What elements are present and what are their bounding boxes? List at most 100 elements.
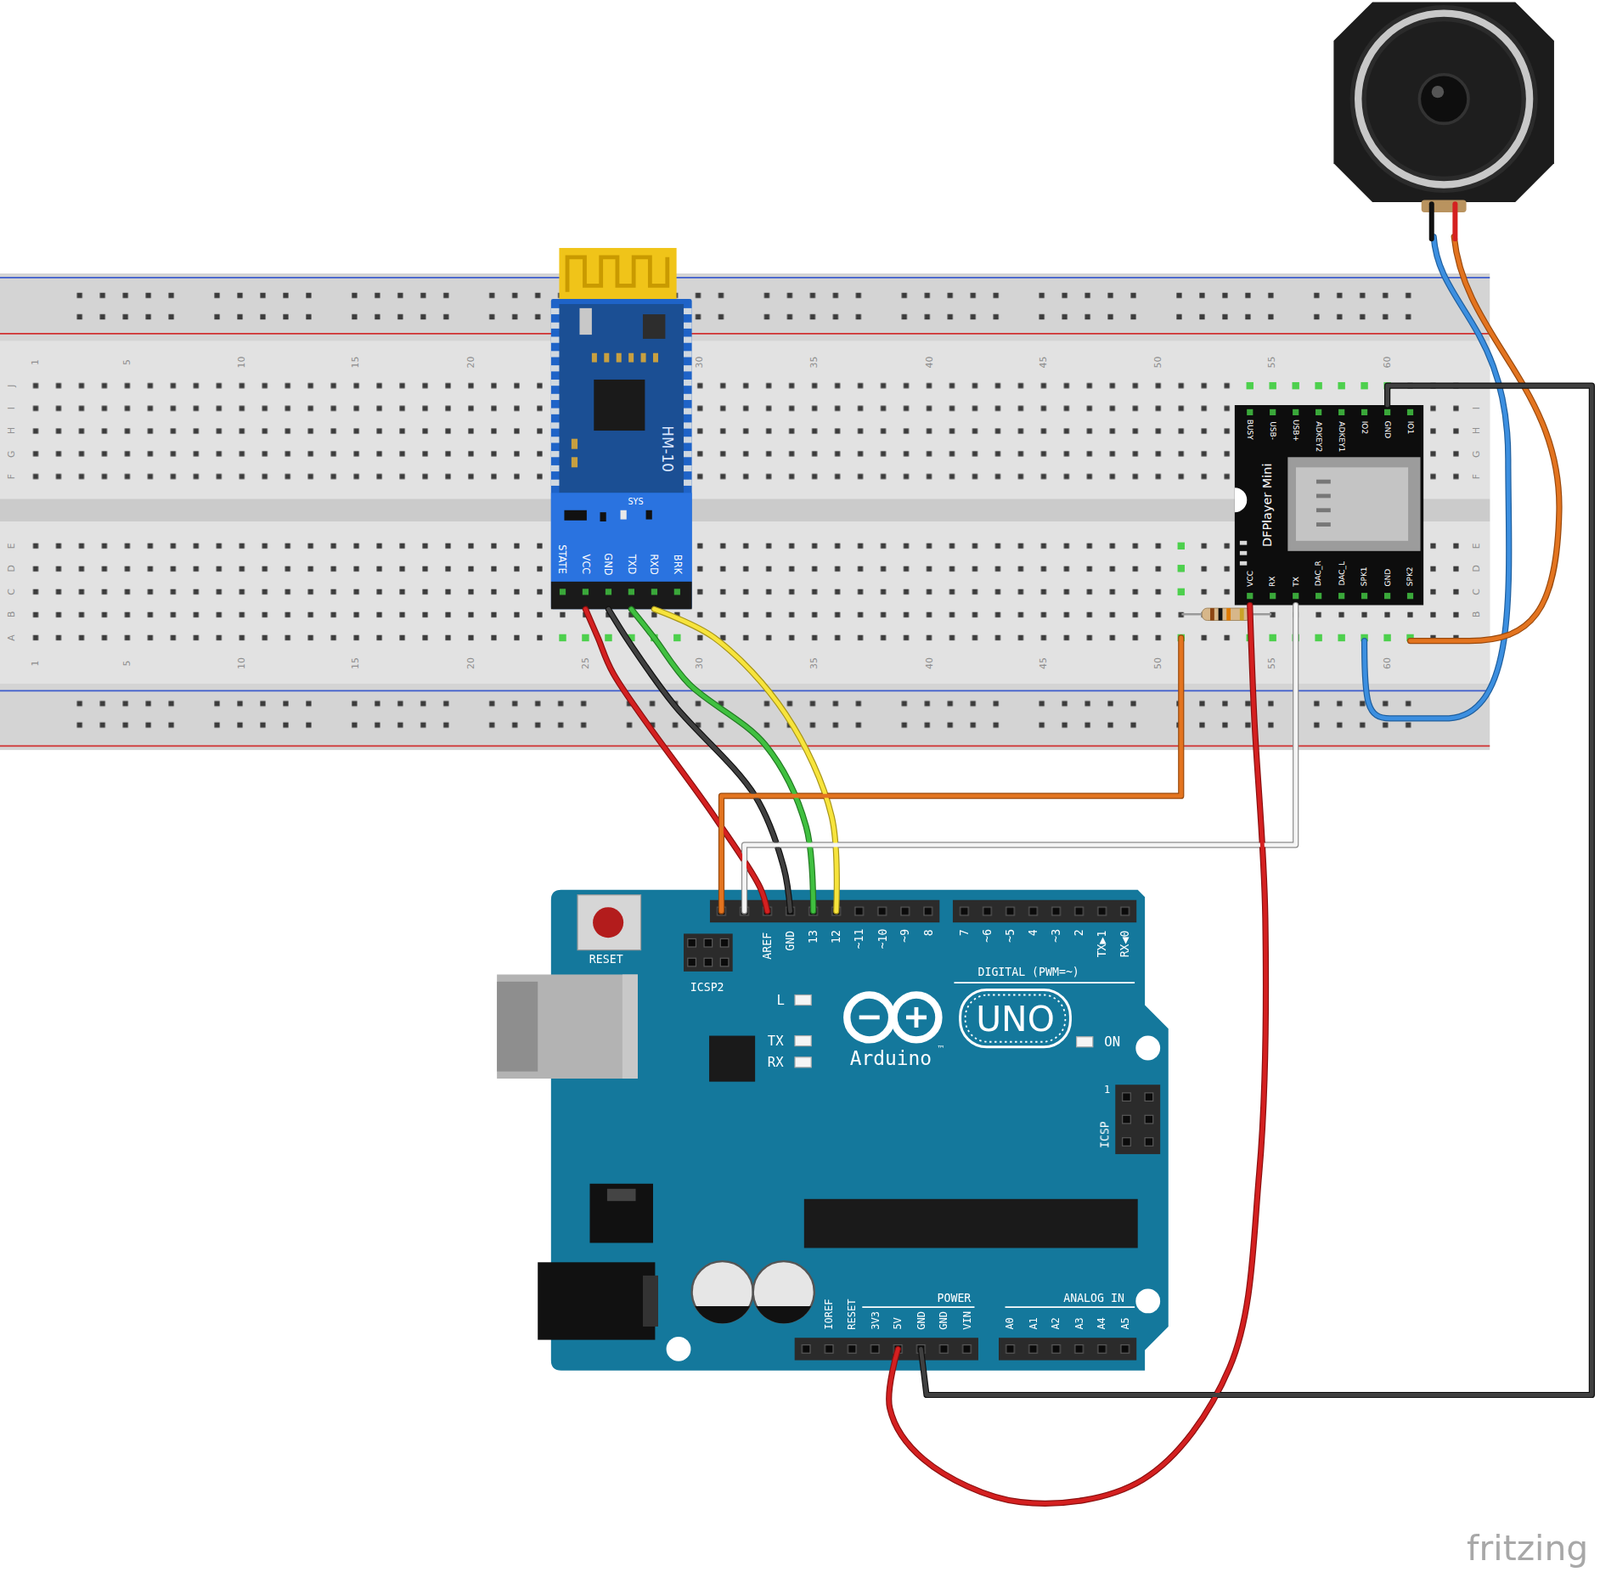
breadboard-index: 55 (1267, 356, 1278, 369)
hm10-module (674, 588, 681, 595)
board-silkscreen-label: RX◀0 (1119, 929, 1131, 958)
arduino-uno (1122, 1138, 1132, 1147)
arduino-uno (589, 1183, 653, 1244)
board-silkscreen-label: 4 (1027, 929, 1039, 936)
board-silkscreen-label: A5 (1120, 1317, 1131, 1330)
dfplayer-module (1234, 405, 1424, 606)
hm10-module (558, 304, 684, 493)
module-pin-label: BRK (672, 554, 682, 575)
arduino-uno (1144, 1115, 1154, 1124)
arduino-uno (496, 974, 638, 1079)
module-pin-label: GND (603, 552, 614, 575)
breadboard-index: C (7, 588, 17, 596)
board-silkscreen-label: ~3 (1050, 929, 1062, 943)
board-silkscreen-label: 3V3 (869, 1311, 880, 1330)
speaker-wire (1410, 236, 1560, 642)
breadboard-index: E (7, 542, 17, 549)
hm10-module (683, 422, 693, 429)
breadboard-index: 60 (1382, 657, 1392, 670)
breadboard-index: 20 (466, 356, 476, 369)
module-pin-label: IO2 (1360, 421, 1369, 434)
jumper-wire (889, 605, 1267, 1505)
connected-hole (1314, 382, 1322, 389)
breadboard-index: C (1471, 588, 1482, 596)
arduino-uno (592, 907, 624, 938)
hm10-module (551, 394, 560, 400)
hm10-module (551, 479, 560, 486)
speaker-wire (1429, 203, 1435, 239)
module-pin-label: GND (1383, 421, 1392, 440)
jumper-wire (608, 608, 790, 912)
arduino-uno (846, 994, 892, 1040)
board-silkscreen-label: ~10 (876, 928, 888, 949)
arduino-uno (687, 938, 729, 966)
module-pin-label: SPK2 (1406, 566, 1415, 586)
hm10-module (551, 436, 560, 443)
resistor-symbol (1210, 608, 1215, 620)
breadboard-body (0, 273, 1490, 750)
breadboard-index: 20 (466, 657, 476, 670)
arduino-uno (804, 1199, 1139, 1249)
connected-hole (1383, 634, 1391, 642)
board-silkscreen-label: ~11 (853, 928, 865, 949)
dfplayer-module (1316, 479, 1331, 527)
arduino-uno (496, 890, 1169, 1371)
module-pin-label: IO1 (1406, 421, 1415, 434)
hm10-module (683, 450, 693, 457)
board-silkscreen-label: GND (915, 1311, 926, 1330)
arduino-uno (704, 957, 713, 967)
dfplayer-module (1269, 592, 1276, 599)
hm10-module (551, 308, 560, 315)
connected-hole (1268, 382, 1276, 389)
speaker-wire (1364, 203, 1560, 719)
connected-hole (1177, 564, 1185, 572)
arduino-uno (953, 981, 1135, 984)
speaker-wire (1452, 203, 1458, 239)
resistor-symbol (1201, 608, 1251, 620)
breadboard-index: 5 (123, 359, 133, 366)
board-silkscreen-label: VIN (961, 1311, 972, 1330)
board-silkscreen-label: ON (1104, 1035, 1121, 1049)
connected-hole (1337, 382, 1345, 389)
hm10-module (593, 379, 645, 431)
arduino-uno (687, 938, 697, 947)
dfplayer-module (1246, 409, 1253, 416)
board-silkscreen-label: ICSP2 (690, 981, 725, 993)
hm10-module (551, 422, 560, 429)
board-silkscreen-label: L (776, 993, 784, 1008)
arduino-uno (794, 1057, 812, 1068)
hm10-module (551, 308, 693, 486)
arduino-uno (1122, 1115, 1132, 1124)
module-pin-label: TX (1291, 576, 1300, 587)
arduino-uno (1115, 1084, 1161, 1155)
dfplayer-module (1315, 409, 1322, 416)
board-silkscreen-label: RESET (589, 953, 624, 965)
hm10-module (683, 465, 693, 472)
arduino-uno (998, 1337, 1137, 1360)
module-pin-label: TXD (626, 554, 637, 575)
speaker (1366, 21, 1522, 177)
hm10-module (641, 353, 647, 363)
arduino-uno (794, 1337, 979, 1360)
dfplayer-module (1292, 409, 1299, 416)
hm10-module (683, 436, 693, 443)
board-silkscreen-label: 1 (1104, 1084, 1110, 1095)
arduino-uno (537, 1261, 655, 1340)
dfplayer-module (1234, 487, 1247, 513)
hm10-module (683, 337, 693, 344)
breadboard-index: 35 (810, 356, 820, 369)
hm10-module (628, 588, 635, 595)
breadboard-index: G (7, 450, 17, 457)
breadboard-index: 25 (580, 657, 591, 670)
breadboard-index: J (7, 384, 17, 388)
speaker-wire (1364, 236, 1510, 719)
arduino-uno (859, 1015, 880, 1020)
hm10-module (620, 510, 627, 520)
board-silkscreen-label: ~5 (1004, 929, 1016, 943)
jumper-wire (585, 608, 767, 912)
hm10-module (551, 365, 560, 372)
arduino-uno (720, 938, 729, 947)
